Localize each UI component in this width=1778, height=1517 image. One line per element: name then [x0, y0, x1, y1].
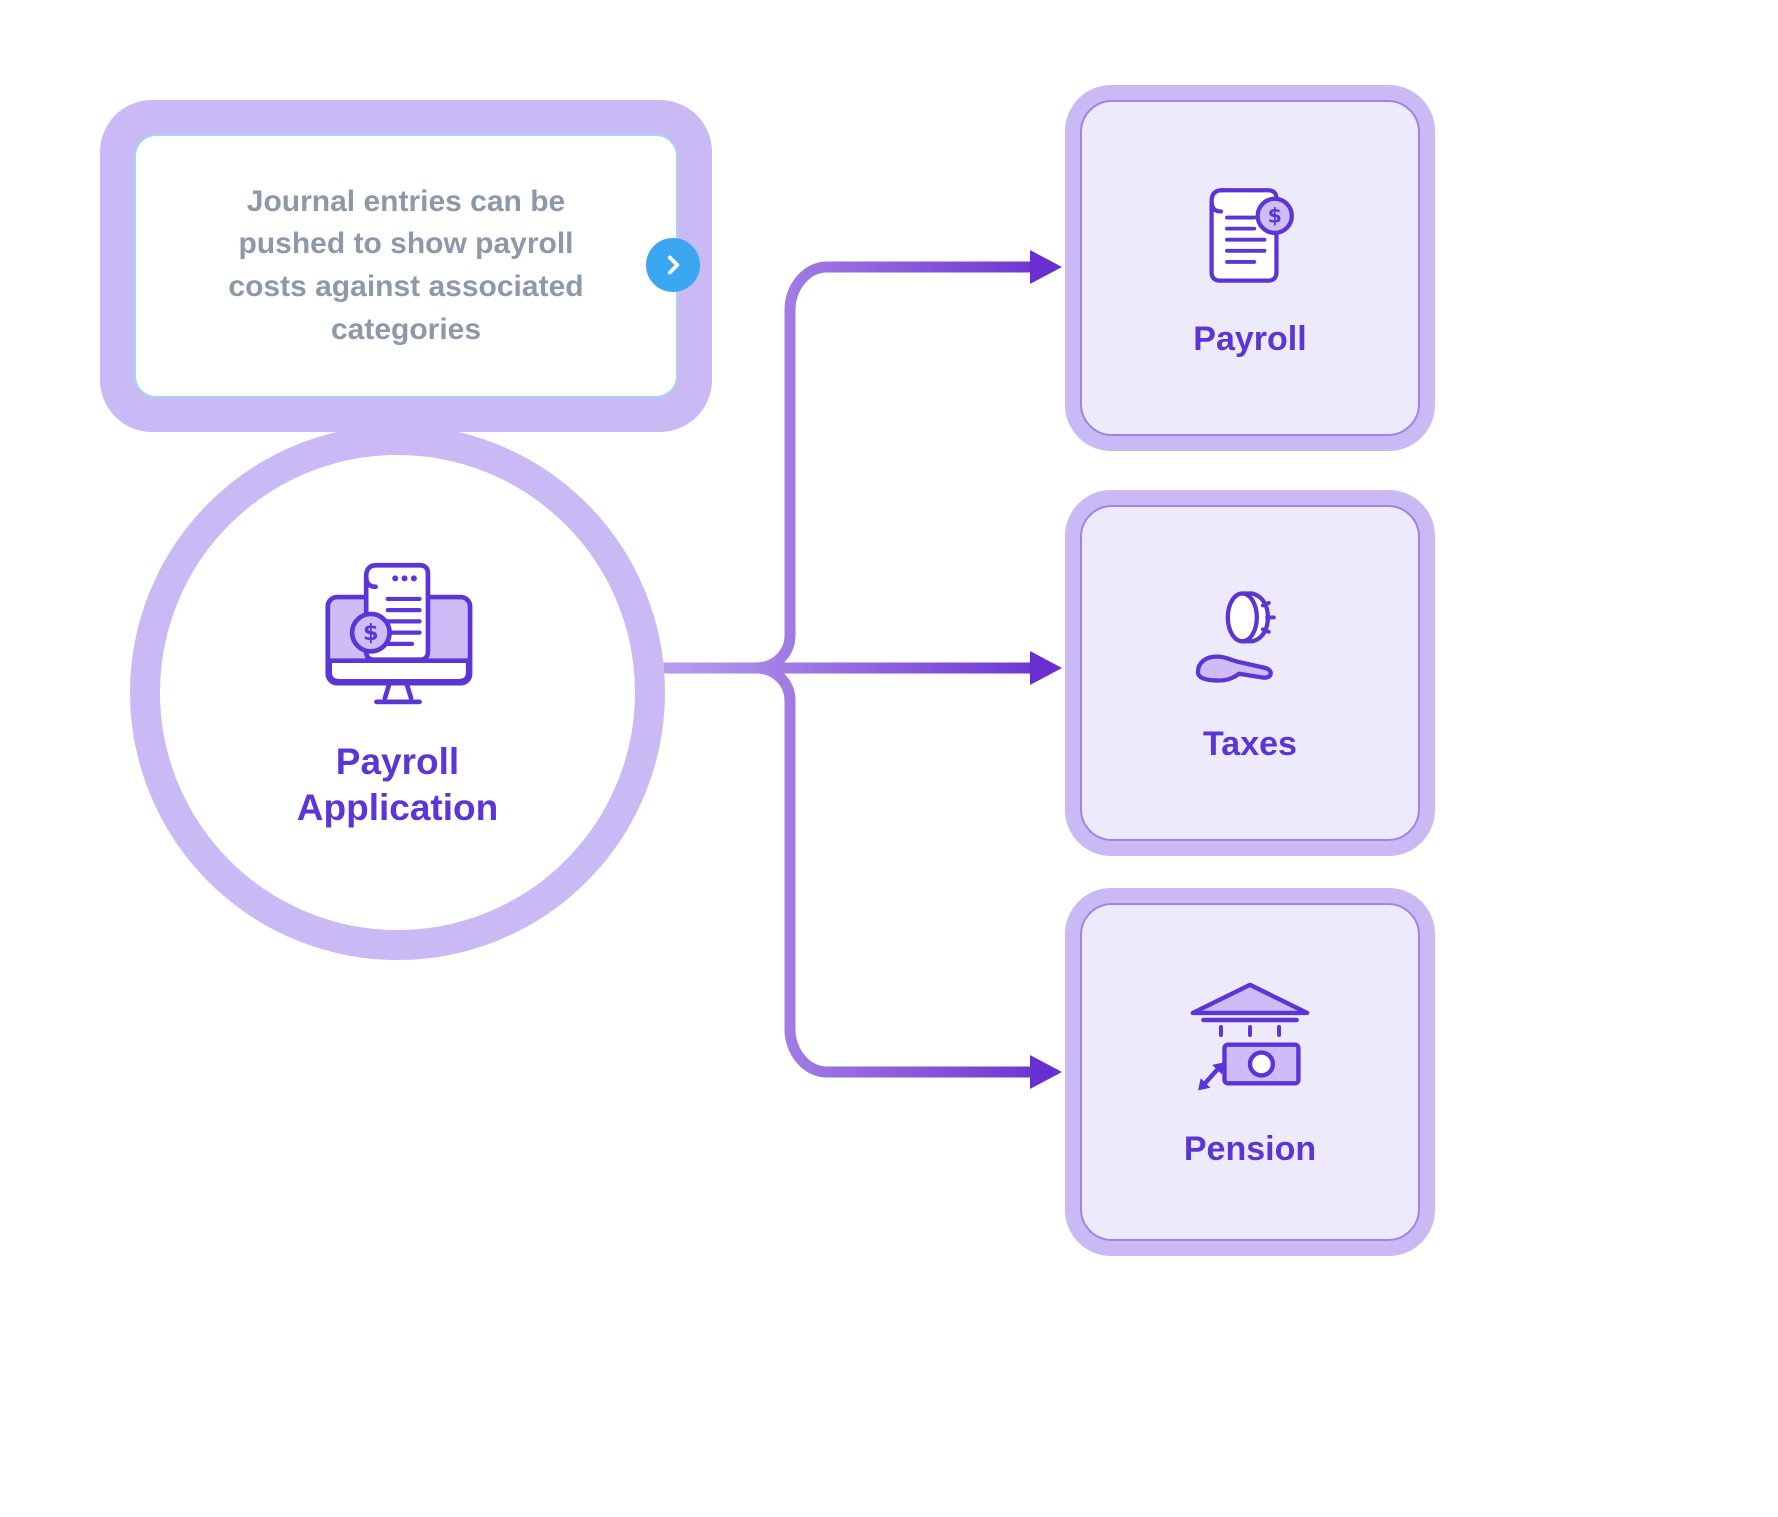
- bank-banknote-expand-icon: [1190, 982, 1310, 1090]
- node-pension-label: Pension: [1183, 1129, 1317, 1168]
- svg-text:$: $: [363, 620, 379, 646]
- payroll-application-node: $ Payroll Application: [130, 425, 665, 960]
- coin-in-hand-icon: [1195, 590, 1276, 683]
- payroll-document-dollar-icon: $: [1209, 187, 1294, 283]
- chevron-right-icon: [667, 255, 680, 275]
- callout-inner: Journal entries can be pushed to show pa…: [134, 134, 678, 398]
- arrowhead-payroll: [1030, 250, 1062, 284]
- svg-text:$: $: [1268, 203, 1282, 227]
- node-taxes: Taxes: [1065, 490, 1435, 856]
- node-pension-inner: Pension: [1080, 903, 1420, 1241]
- node-pension: Pension: [1065, 888, 1435, 1256]
- node-taxes-inner: Taxes: [1080, 505, 1420, 841]
- arrowhead-pension: [1030, 1055, 1062, 1089]
- arrowhead-taxes: [1030, 651, 1062, 685]
- payroll-application-label: Payroll Application: [296, 740, 499, 828]
- payroll-application-icon: $: [324, 562, 472, 704]
- arrow-to-payroll: [694, 261, 1038, 674]
- arrow-to-pension: [694, 662, 1038, 1078]
- callout-next-button[interactable]: [646, 238, 700, 292]
- node-payroll-label: Payroll: [1193, 319, 1307, 358]
- node-payroll-inner: $ Payroll: [1080, 100, 1420, 436]
- callout-box: Journal entries can be pushed to show pa…: [100, 100, 712, 432]
- callout-text: Journal entries can be pushed to show pa…: [228, 184, 584, 346]
- node-payroll: $ Payroll: [1065, 85, 1435, 451]
- node-taxes-label: Taxes: [1203, 724, 1297, 763]
